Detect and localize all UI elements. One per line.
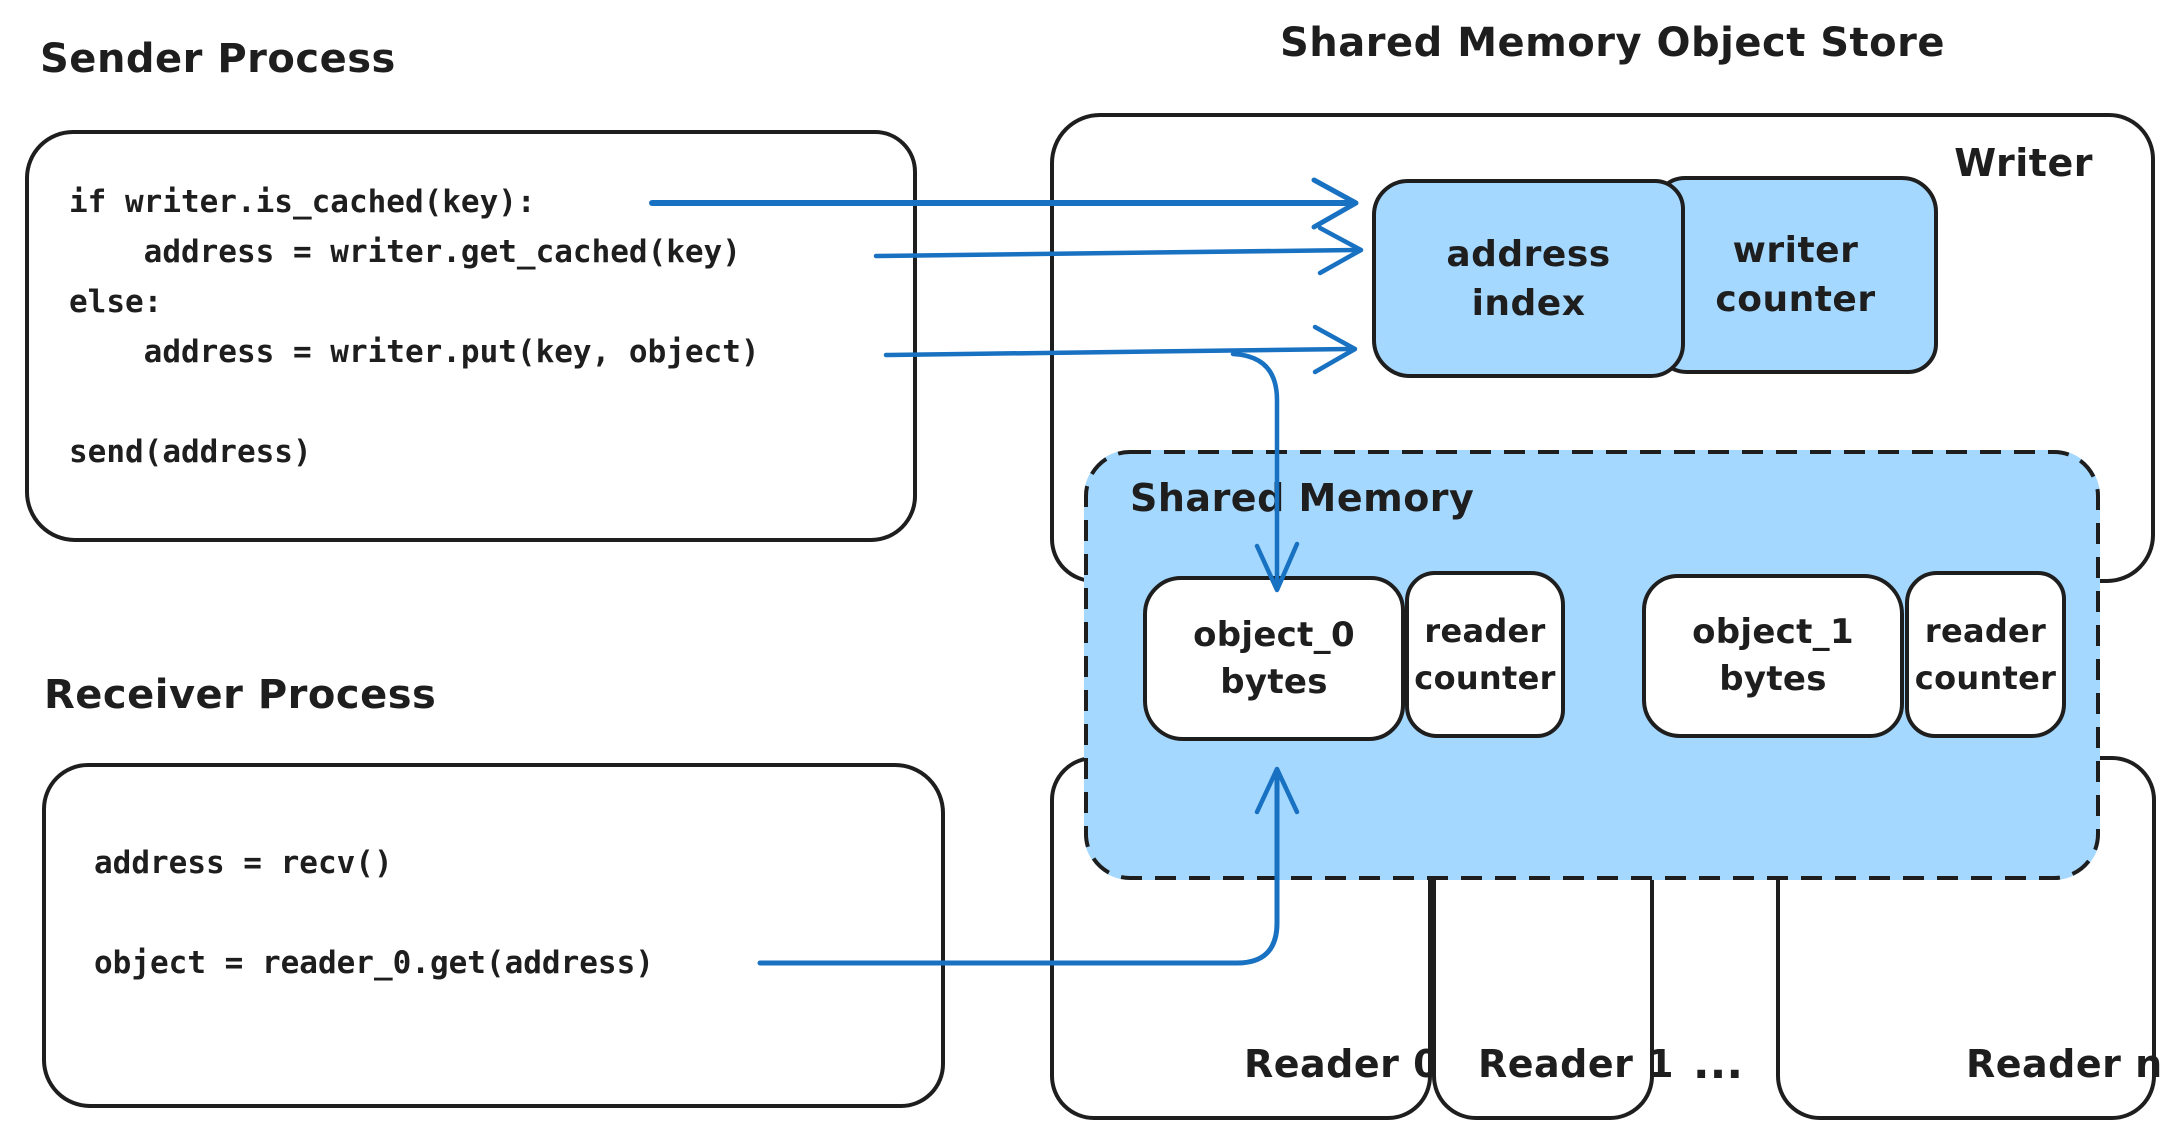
reader-counter-1-line2: counter <box>1914 658 2057 697</box>
object-1-label-line1: object_1 <box>1692 612 1854 652</box>
object-1-bytes-box: object_1 bytes <box>1642 574 1904 738</box>
readers-ellipsis: ... <box>1692 1038 1744 1089</box>
writer-counter-label-line2: counter <box>1715 279 1876 320</box>
shared-memory-dashed-border <box>1084 450 2100 880</box>
writer-counter-label-line1: writer <box>1732 230 1859 271</box>
reader-counter-0-box: reader counter <box>1405 571 1565 738</box>
receiver-code-line: address = recv() <box>94 845 393 881</box>
object-0-bytes-box: object_0 bytes <box>1143 576 1405 741</box>
sender-code-line: address = writer.get_cached(key) <box>69 234 741 270</box>
object-store-title: Shared Memory Object Store <box>1280 20 1946 66</box>
sender-code-line: send(address) <box>69 434 312 470</box>
address-index-box: address index <box>1372 179 1685 378</box>
reader-counter-1-box: reader counter <box>1905 571 2066 738</box>
object-0-label-line1: object_0 <box>1193 614 1355 655</box>
sender-code-line: else: <box>69 284 163 320</box>
receiver-process-box: address = recv() object = reader_0.get(a… <box>42 763 945 1108</box>
receiver-code-line: object = reader_0.get(address) <box>94 945 654 981</box>
reader-n-label: Reader n <box>1966 1042 2163 1086</box>
writer-counter-box: writer counter <box>1653 176 1938 374</box>
sender-process-box: if writer.is_cached(key): address = writ… <box>25 130 917 542</box>
reader-counter-0-line1: reader <box>1424 611 1546 650</box>
reader-counter-1-line1: reader <box>1924 611 2047 650</box>
address-index-label-line2: index <box>1471 282 1586 324</box>
reader-counter-0-line2: counter <box>1414 658 1556 697</box>
reader-1-label: Reader 1 <box>1478 1042 1675 1086</box>
address-index-label-line1: address <box>1446 233 1611 275</box>
reader-0-label: Reader 0 <box>1244 1042 1441 1086</box>
object-0-label-line2: bytes <box>1220 661 1328 702</box>
sender-code-line: if writer.is_cached(key): <box>69 184 536 220</box>
object-1-label-line2: bytes <box>1719 659 1827 699</box>
receiver-process-title: Receiver Process <box>44 672 437 718</box>
sender-code-line: address = writer.put(key, object) <box>69 334 760 370</box>
shared-memory-label: Shared Memory <box>1130 476 1475 520</box>
writer-label: Writer <box>1954 141 2093 185</box>
sender-process-title: Sender Process <box>40 36 396 82</box>
